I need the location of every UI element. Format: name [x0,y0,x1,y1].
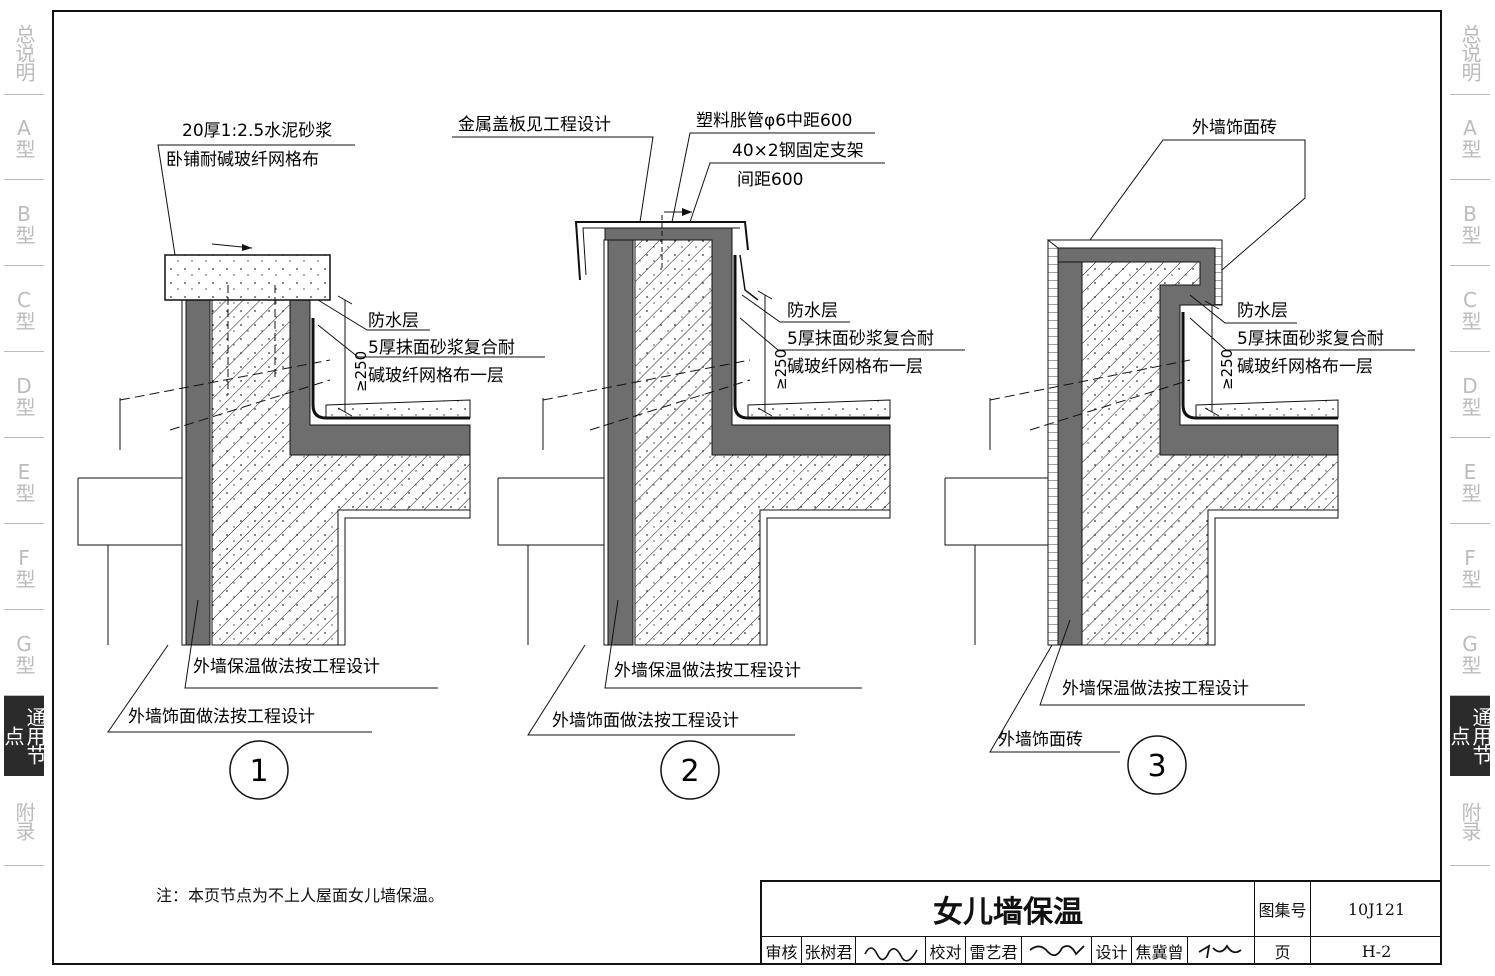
sidebar-tab-left-0[interactable]: 总说明 [4,10,44,95]
detail-3 [944,139,1415,795]
detail-1-label-top-1: 20厚1:2.5水泥砂浆 [182,121,332,141]
sidebar-tab-right-5[interactable]: E型 [1450,438,1490,524]
review-signature [856,937,926,965]
drawing-frame [52,10,1442,965]
page-note: 注：本页节点为不上人屋面女儿墙保温。 [156,886,445,905]
detail-1-number: 1 [249,754,268,789]
detail-2-label-bracket-1: 40×2钢固定支架 [732,141,864,161]
detail-2 [452,132,965,800]
detail-2-number: 2 [680,754,699,789]
detail-2-label-finish: 外墙饰面做法按工程设计 [552,711,739,731]
title-block: 女儿墙保温 图集号 10J121 审核 张树君 校对 雷艺君 设计 焦冀曾 页 … [760,880,1442,965]
sidebar-tab-right-0[interactable]: 总说明 [1450,10,1490,95]
detail-3-label-mortar-2: 碱玻纤网格布一层 [1237,357,1373,377]
design-signature [1188,937,1255,965]
detail-2-label-mortar-1: 5厚抹面砂浆复合耐 [787,329,934,349]
sidebar-tab-left-5[interactable]: E型 [4,438,44,524]
detail-1 [77,144,545,800]
sidebar-tab-left-4[interactable]: D型 [4,352,44,438]
sidebar-tab-right-2[interactable]: B型 [1450,180,1490,266]
detail-3-label-tile-top: 外墙饰面砖 [1192,118,1277,138]
sidebar-tab-left-6[interactable]: F型 [4,524,44,610]
detail-2-label-bracket-2: 间距600 [737,170,803,190]
detail-2-label-anchor: 塑料胀管φ6中距600 [696,111,852,131]
detail-1-label-mortar-2: 碱玻纤网格布一层 [368,366,504,386]
detail-1-label-top-2: 卧铺耐碱玻纤网格布 [166,150,319,170]
design-name: 焦冀曾 [1132,937,1188,965]
detail-2-label-dim: ≥250 [772,349,790,390]
detail-3-label-mortar-1: 5厚抹面砂浆复合耐 [1237,329,1384,349]
detail-3-label-finish: 外墙饰面砖 [998,730,1083,750]
sidebar-tab-left-2[interactable]: B型 [4,180,44,266]
detail-2-label-mortar-2: 碱玻纤网格布一层 [787,357,923,377]
sidebar-tab-right-8[interactable]: 通用节点 [1447,696,1493,776]
detail-1-label-mortar-1: 5厚抹面砂浆复合耐 [368,338,515,358]
check-label: 校对 [926,937,966,965]
detail-3-label-insulation: 外墙保温做法按工程设计 [1062,679,1249,699]
detail-1-label-waterproof: 防水层 [368,311,419,331]
detail-1-label-dim: ≥250 [352,351,370,392]
atlas-number-label: 图集号 [1255,882,1311,937]
detail-2-label-cover: 金属盖板见工程设计 [458,115,611,135]
sidebar-tab-left-8[interactable]: 通用节点 [1,696,47,776]
check-name: 雷艺君 [966,937,1022,965]
signature-image-2 [1028,945,1085,957]
detail-2-label-insulation: 外墙保温做法按工程设计 [614,661,801,681]
signature-image-1 [863,947,918,962]
sidebar-tab-right-4[interactable]: D型 [1450,352,1490,438]
design-label: 设计 [1092,937,1132,965]
sidebar-tab-right-3[interactable]: C型 [1450,266,1490,352]
sidebar-tab-left-7[interactable]: G型 [4,610,44,696]
page-label: 页 [1255,937,1311,965]
review-label: 审核 [762,937,802,965]
signature-image-3 [1198,944,1242,959]
detail-3-label-waterproof: 防水层 [1237,301,1288,321]
detail-1-label-finish: 外墙饰面做法按工程设计 [128,707,315,727]
review-name: 张树君 [802,937,856,965]
detail-2-label-waterproof: 防水层 [787,301,838,321]
sidebar-tab-right-6[interactable]: F型 [1450,524,1490,610]
detail-3-label-dim: ≥250 [1218,349,1236,390]
sidebar-tab-left-9[interactable]: 附录 [4,776,44,866]
page-value: H-2 [1361,941,1392,961]
drawing-title: 女儿墙保温 [762,882,1255,937]
sidebar-tab-right-7[interactable]: G型 [1450,610,1490,696]
sidebar-tab-left-1[interactable]: A型 [4,95,44,180]
detail-3-number: 3 [1147,749,1166,784]
sidebar-tab-right-1[interactable]: A型 [1450,95,1490,180]
sidebar-tab-left-3[interactable]: C型 [4,266,44,352]
atlas-number-value: 10J121 [1311,882,1442,937]
check-signature [1022,937,1092,965]
detail-1-label-insulation: 外墙保温做法按工程设计 [193,657,380,677]
sidebar-tab-right-9[interactable]: 附录 [1450,776,1490,866]
